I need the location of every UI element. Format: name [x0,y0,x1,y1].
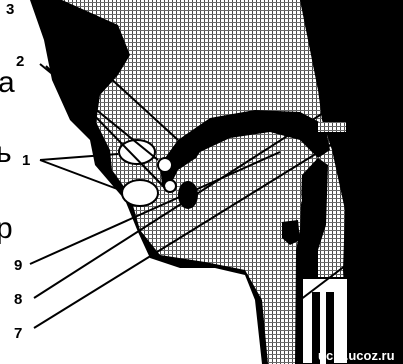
label-8: 8 [14,291,22,308]
margin-letter-b: ь [0,136,12,169]
label-7: 7 [14,325,22,342]
margin-letter-c: р [0,212,13,245]
palate-hatch [318,122,346,132]
label-1: 1 [22,152,30,169]
watermark: uchi.ucoz.ru [318,348,395,363]
margin-letter-a: а [0,66,15,99]
label-3: 3 [6,1,14,18]
label-9: 9 [14,257,22,274]
label-2: 2 [16,53,24,70]
lower-lip [122,180,158,206]
upper-tooth [158,158,172,172]
lower-tooth [164,180,176,192]
